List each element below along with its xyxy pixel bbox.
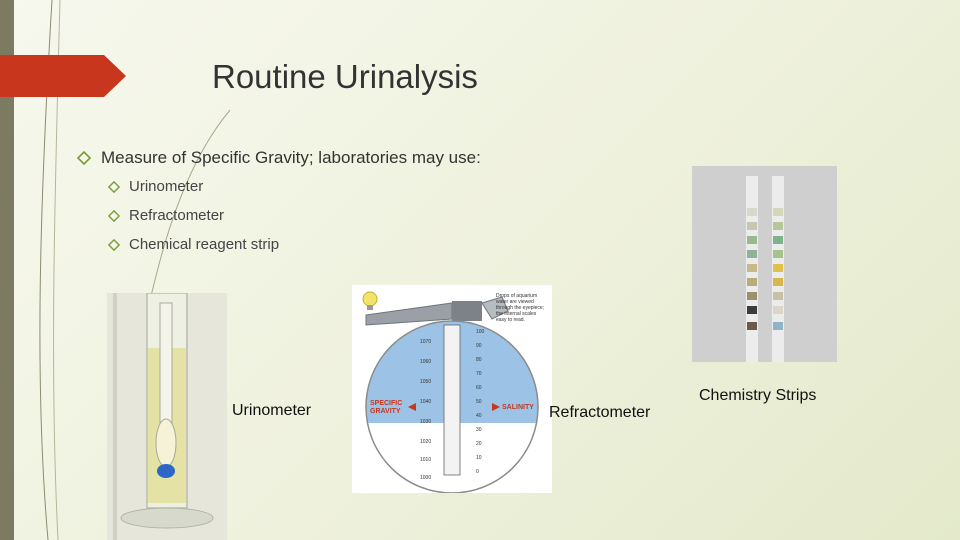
urinometer-photo bbox=[107, 293, 227, 540]
svg-text:30: 30 bbox=[476, 427, 482, 433]
svg-text:SPECIFIC: SPECIFIC bbox=[370, 400, 402, 407]
svg-text:Drops of aquarium wate: Drops of aquarium water are viewed throu… bbox=[496, 293, 545, 323]
svg-text:1030: 1030 bbox=[420, 419, 431, 425]
svg-text:GRAVITY: GRAVITY bbox=[370, 408, 401, 415]
svg-text:0: 0 bbox=[476, 469, 479, 475]
bullet-main: Measure of Specific Gravity; laboratorie… bbox=[77, 148, 481, 168]
svg-text:80: 80 bbox=[476, 357, 482, 363]
diamond-outline-icon bbox=[108, 209, 120, 222]
svg-text:40: 40 bbox=[476, 413, 482, 419]
sub-bullet-text: Urinometer bbox=[129, 178, 204, 195]
left-accent-bar bbox=[0, 0, 14, 540]
sub-bullet-text: Refractometer bbox=[129, 207, 225, 224]
diamond-outline-icon bbox=[108, 180, 120, 193]
svg-text:90: 90 bbox=[476, 343, 482, 349]
title-arrow-tab bbox=[0, 55, 126, 97]
sub-bullet-text: Chemical reagent strip bbox=[129, 236, 280, 253]
svg-text:20: 20 bbox=[476, 441, 482, 447]
svg-text:60: 60 bbox=[476, 385, 482, 391]
svg-text:SALINITY: SALINITY bbox=[502, 404, 534, 411]
caption-refractometer: Refractometer bbox=[549, 404, 651, 421]
svg-text:1070: 1070 bbox=[420, 339, 431, 345]
svg-text:1020: 1020 bbox=[420, 439, 431, 445]
caption-chemistry-strips: Chemistry Strips bbox=[699, 387, 817, 404]
bullet-main-text: Measure of Specific Gravity; laboratorie… bbox=[101, 148, 481, 167]
refractometer-diagram: Drops of aquarium water are viewed throu… bbox=[352, 285, 552, 493]
slide-title: Routine Urinalysis bbox=[212, 58, 478, 95]
light-bulb-icon bbox=[362, 291, 378, 310]
sub-bullet-reagent-strip: Chemical reagent strip bbox=[108, 236, 279, 253]
chemistry-strips-photo bbox=[692, 166, 837, 362]
svg-text:1000: 1000 bbox=[420, 475, 431, 481]
svg-text:1040: 1040 bbox=[420, 399, 431, 405]
sub-bullet-refractometer: Refractometer bbox=[108, 207, 224, 224]
caption-urinometer: Urinometer bbox=[232, 402, 312, 419]
svg-text:100: 100 bbox=[476, 329, 485, 335]
diamond-outline-icon bbox=[77, 151, 91, 165]
svg-text:10: 10 bbox=[476, 455, 482, 461]
sub-bullet-urinometer: Urinometer bbox=[108, 178, 203, 195]
svg-text:1060: 1060 bbox=[420, 359, 431, 365]
svg-text:70: 70 bbox=[476, 371, 482, 377]
svg-text:1050: 1050 bbox=[420, 379, 431, 385]
diamond-outline-icon bbox=[108, 238, 120, 251]
svg-text:1010: 1010 bbox=[420, 457, 431, 463]
svg-text:50: 50 bbox=[476, 399, 482, 405]
